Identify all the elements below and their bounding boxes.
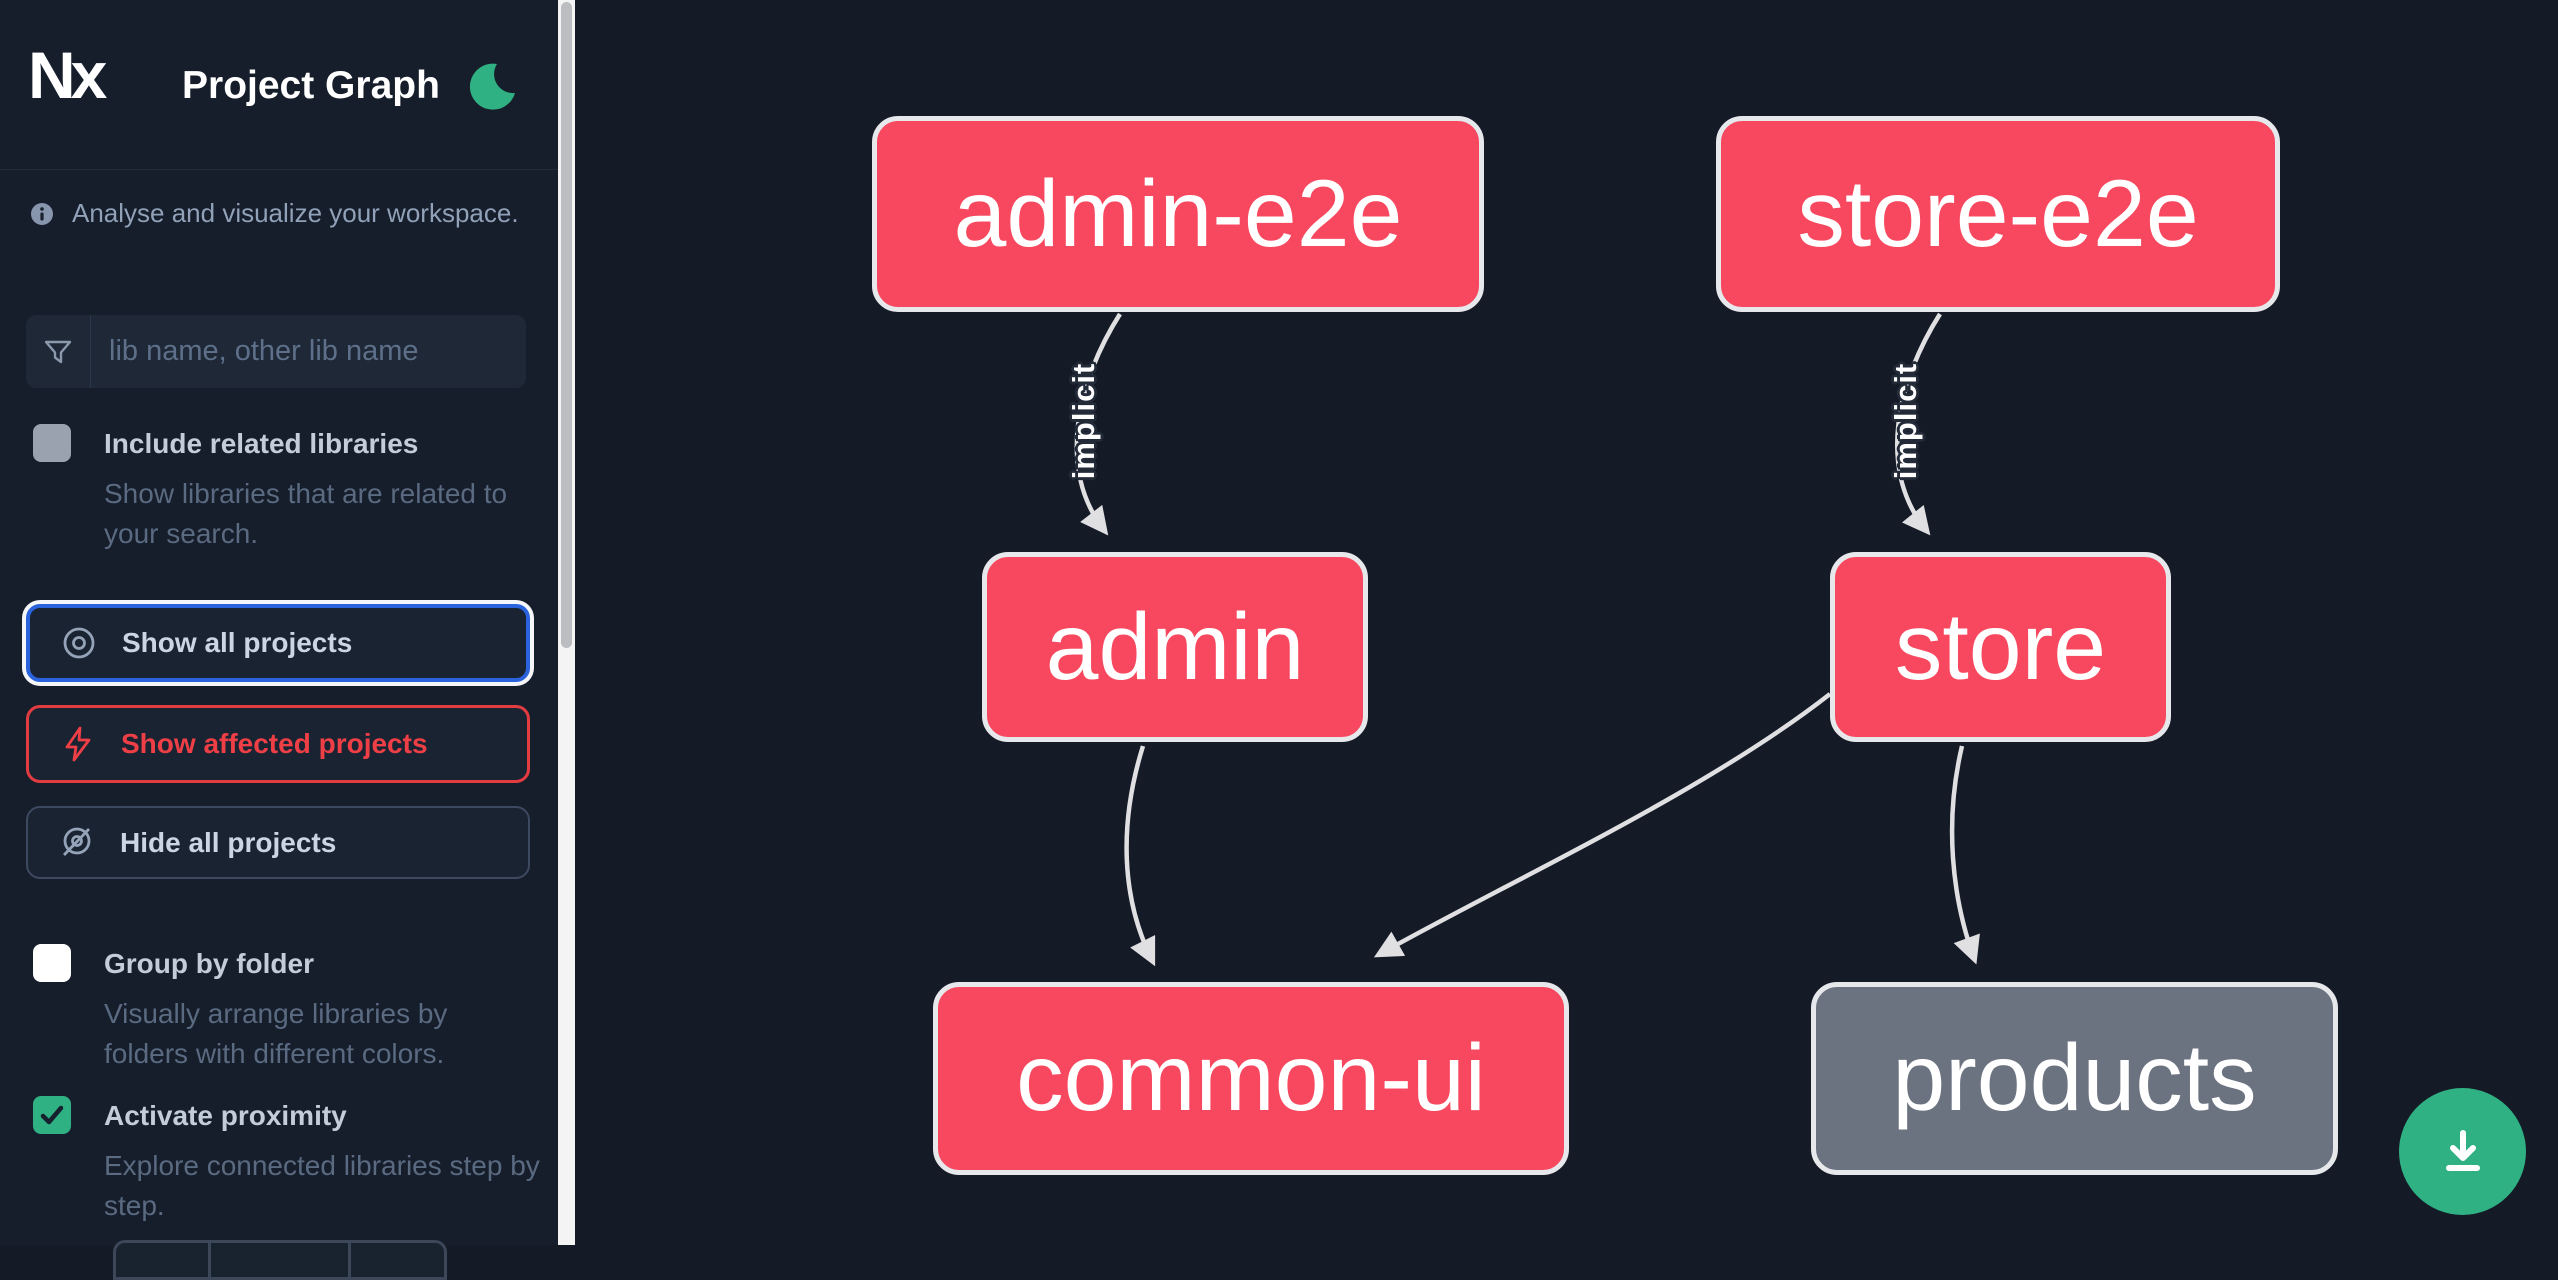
toggle-label: Activate proximity <box>104 1100 347 1131</box>
workspace-info-row: Analyse and visualize your workspace. <box>30 198 519 229</box>
button-label: Hide all projects <box>120 826 337 858</box>
node-label: store <box>1894 593 2107 700</box>
stepper-divider <box>348 1243 351 1277</box>
graph-node-store-e2e[interactable]: store-e2e <box>1716 116 2280 312</box>
checkmark-icon <box>40 1105 64 1125</box>
graph-node-admin[interactable]: admin <box>982 552 1368 742</box>
toggle-label: Group by folder <box>104 948 314 979</box>
tagline-text: Analyse and visualize your workspace. <box>72 198 519 228</box>
include-related-checkbox[interactable] <box>33 424 71 462</box>
sidebar-scrollbar-thumb[interactable] <box>561 2 572 648</box>
node-label: admin-e2e <box>953 160 1403 267</box>
toggle-description: Explore connected libraries step by step… <box>104 1150 540 1221</box>
sidebar-scrollbar-track[interactable] <box>558 0 575 1245</box>
search-input[interactable] <box>91 315 526 388</box>
toggle-description: Show libraries that are related to your … <box>104 478 508 549</box>
edge-label-implicit: implicit <box>1888 362 1923 480</box>
nx-logo[interactable]: Nx <box>28 38 107 112</box>
graph-node-store[interactable]: store <box>1830 552 2171 742</box>
toggle-label: Include related libraries <box>104 428 419 459</box>
graph-node-admin-e2e[interactable]: admin-e2e <box>872 116 1484 312</box>
stepper-divider <box>208 1243 211 1277</box>
graph-node-products[interactable]: products <box>1811 982 2338 1175</box>
proximity-stepper-partial[interactable] <box>113 1240 447 1280</box>
eye-icon <box>63 627 95 659</box>
edge-label-implicit: implicit <box>1066 362 1101 480</box>
group-by-folder-checkbox[interactable] <box>33 944 71 982</box>
node-label: store-e2e <box>1797 160 2199 267</box>
download-icon <box>2445 1129 2480 1171</box>
lightning-bolt-icon <box>65 726 91 762</box>
hide-all-projects-button[interactable]: Hide all projects <box>26 806 530 879</box>
graph-node-common-ui[interactable]: common-ui <box>933 982 1569 1175</box>
toggle-description: Visually arrange libraries by folders wi… <box>104 998 448 1069</box>
search-box <box>26 315 526 388</box>
node-label: common-ui <box>1016 1025 1486 1131</box>
node-label: admin <box>1045 593 1305 700</box>
info-icon <box>31 202 53 225</box>
dark-mode-moon-icon[interactable] <box>464 58 520 114</box>
sidebar: Nx Project Graph Analyse and visualize y… <box>0 0 558 1280</box>
show-all-projects-button[interactable]: Show all projects <box>26 604 530 682</box>
page-title: Project Graph <box>182 64 440 107</box>
eye-off-icon <box>62 827 91 856</box>
button-label: Show all projects <box>122 627 353 658</box>
node-label: products <box>1892 1025 2257 1131</box>
filter-funnel-icon <box>26 315 91 388</box>
download-image-button[interactable] <box>2399 1088 2526 1215</box>
show-affected-projects-button[interactable]: Show affected projects <box>26 705 530 783</box>
button-label: Show affected projects <box>121 728 428 759</box>
activate-proximity-checkbox[interactable] <box>33 1096 71 1134</box>
header-divider <box>0 169 558 170</box>
